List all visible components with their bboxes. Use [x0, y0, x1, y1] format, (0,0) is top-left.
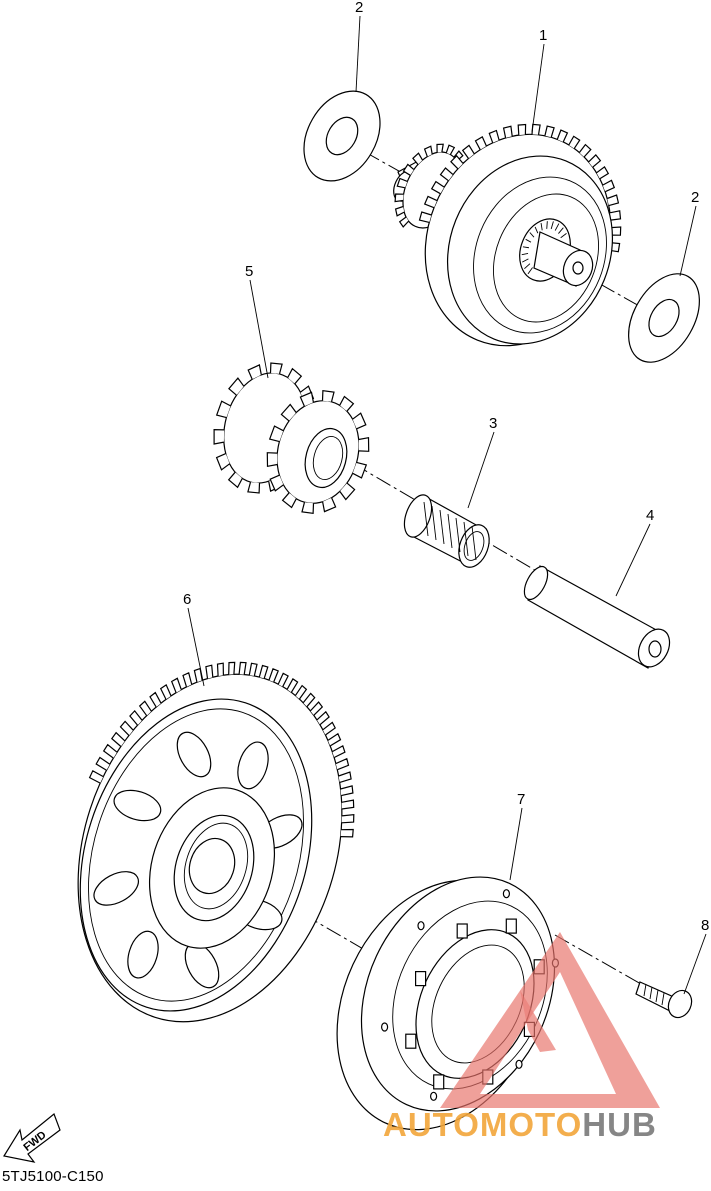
- callout-2-top: 2: [355, 0, 363, 16]
- callout-6: 6: [183, 591, 191, 608]
- gear-teeth: [266, 390, 370, 514]
- idler-shaft: [523, 565, 671, 669]
- clutch-roller: [456, 923, 468, 939]
- spline-tooth: [550, 221, 554, 230]
- spline-tooth: [540, 223, 543, 231]
- spline-tooth: [558, 227, 564, 234]
- needle-roller: [439, 509, 445, 545]
- spline-tooth: [554, 223, 560, 231]
- diagram-code: 5TJ5100-C150: [2, 1168, 104, 1185]
- needle-roller: [463, 521, 469, 557]
- gear-window: [237, 741, 269, 790]
- watermark-triangle-icon: [440, 932, 660, 1108]
- gear-window: [127, 930, 159, 979]
- needle-roller: [423, 501, 429, 537]
- watermark-text-auto: AUTOMOTO: [383, 1106, 582, 1143]
- leader-lines: [187, 15, 707, 995]
- starter-wheel-gear: [77, 661, 355, 1023]
- callout-5: 5: [245, 263, 253, 280]
- gear-window: [176, 731, 212, 778]
- bolt-hole: [417, 921, 425, 931]
- needle-roller: [471, 525, 477, 561]
- callout-7: 7: [517, 791, 525, 808]
- clutch-roller: [505, 918, 517, 934]
- spline-tooth: [522, 246, 529, 249]
- callout-numbers: 2 1 2 5 3 4 6 7 8: [183, 0, 709, 934]
- spline-tooth: [521, 253, 529, 256]
- spline-tooth: [529, 232, 535, 238]
- needle-bearing: [403, 494, 490, 568]
- clutch-roller: [433, 1074, 445, 1090]
- needle-roller: [431, 505, 437, 541]
- washer-right: [628, 273, 700, 363]
- clutch-bolt: [635, 981, 693, 1019]
- needle-roller: [447, 513, 453, 549]
- bolt-hole: [430, 1091, 438, 1101]
- bolt-hole: [502, 889, 510, 899]
- spline-tooth: [560, 233, 567, 239]
- bolt-hole: [515, 1059, 523, 1069]
- spline-tooth: [527, 267, 533, 275]
- clutch-roller: [415, 970, 427, 987]
- bolt-hole: [381, 1022, 389, 1032]
- callout-3: 3: [489, 415, 497, 432]
- starter-idler-assembly: [393, 123, 622, 347]
- spline-tooth: [524, 263, 531, 270]
- callout-2-right: 2: [691, 189, 699, 206]
- gear-teeth: [418, 123, 622, 253]
- spline-tooth: [546, 221, 548, 229]
- gear-window: [93, 871, 139, 906]
- gear-teeth: [88, 661, 355, 838]
- gear-window: [113, 789, 162, 822]
- spline-tooth: [534, 226, 539, 234]
- callout-4: 4: [646, 507, 654, 524]
- idler-gear: [213, 362, 370, 514]
- clutch-roller: [405, 1033, 417, 1049]
- watermark-logo: AUTOMOTOHUB: [383, 932, 660, 1143]
- callout-1: 1: [539, 27, 547, 44]
- callout-8: 8: [701, 917, 709, 934]
- washer-top: [303, 90, 381, 182]
- spline-tooth: [525, 238, 532, 243]
- spline-tooth: [522, 258, 529, 263]
- fwd-arrow-icon: FWD: [3, 1113, 61, 1163]
- needle-roller: [455, 517, 461, 553]
- watermark-text-hub: HUB: [582, 1106, 657, 1143]
- svg-text:AUTOMOTOHUB: AUTOMOTOHUB: [383, 1106, 657, 1143]
